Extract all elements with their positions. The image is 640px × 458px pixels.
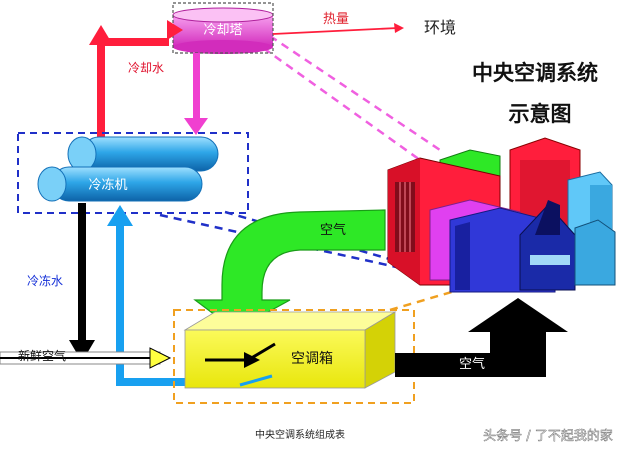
cooling-tower: 冷却塔 [172,2,274,54]
buildings-illustration [387,137,616,293]
chiller-label: 冷冻机 [88,177,127,193]
chilled-water-up-arrow [107,205,133,226]
return-air-arrow [193,209,386,331]
return-air-label: 空气 [320,222,346,238]
cooling-water-supply-pipe [97,45,105,145]
tower-to-buildings-dash-2 [269,34,441,152]
return-air-flow: 空气 [193,209,386,331]
supply-air-flow: 空气 [395,298,568,377]
diagram-title-line1: 中央空调系统 [472,61,598,85]
cooling-water-loop: 冷却水 [89,20,208,145]
air-handler-label: 空调箱 [291,351,333,367]
building-windows [395,182,415,252]
supply-air-label: 空气 [459,356,485,372]
chiller: 冷冻机 [17,132,249,214]
tower-to-buildings-dash [251,38,421,162]
cooling-water-return-pipe [193,53,200,123]
diagram-caption: 中央空调系统组成表 [255,428,345,441]
air-handler-dashed-box [173,309,415,404]
supply-air-arrow-head [468,298,568,332]
heat-flow: 热量 环境 [272,12,456,37]
fresh-air-arrow-head [149,347,172,369]
air-handler: 空调箱 [173,309,415,404]
diagram-title-line2: 示意图 [509,102,572,126]
environment-label: 环境 [424,18,456,37]
cooling-water-up-arrow [89,25,113,45]
cooling-water-down-arrow [184,118,208,135]
chilled-water-down-arrow [69,340,95,362]
fresh-air-flow: 新鲜空气 [0,347,172,369]
heat-arrow-head [394,23,404,33]
fresh-air-label: 新鲜空气 [18,348,66,363]
cooling-water-label: 冷却水 [128,61,164,75]
watermark: 头条号 / 了不起我的家 [483,428,613,444]
cooling-tower-label: 冷却塔 [203,23,242,38]
chilled-water-supply-pipe [78,203,86,343]
chilled-water-return-pipe [116,222,124,385]
chiller-dashed-box [17,132,249,214]
heat-label: 热量 [323,12,349,27]
chilled-water-label: 冷冻水 [27,273,63,288]
